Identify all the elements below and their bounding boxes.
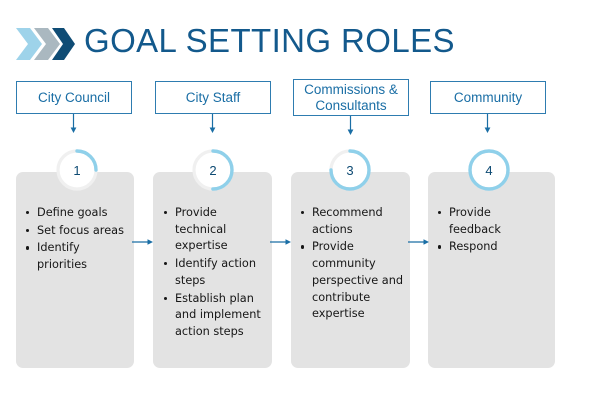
triple-chevron-logo [14, 26, 76, 62]
step-panel-2 [153, 172, 272, 368]
header-arrow-down-3 [346, 116, 355, 136]
step-circle-4: 4 [467, 148, 511, 192]
step-panel-4 [428, 172, 555, 368]
list-item: Identify action steps [162, 256, 265, 289]
list-item: Recommend actions [299, 205, 405, 238]
step-number: 1 [73, 162, 81, 178]
header-box-commissions-consultants[interactable]: Commissions & Consultants [293, 79, 409, 116]
list-item: Provide feedback [436, 205, 546, 238]
header-box-label: City Staff [185, 89, 241, 105]
bullet-list-3: Recommend actions Provide community pers… [299, 205, 405, 324]
header-arrow-down-1 [69, 114, 78, 134]
page-title: GOAL SETTING ROLES [84, 22, 455, 59]
bullet-list-4: Provide feedback Respond [436, 205, 546, 257]
header-arrow-down-2 [208, 114, 217, 134]
header-box-city-council[interactable]: City Council [16, 81, 132, 114]
step-circle-3: 3 [328, 148, 372, 192]
step-circle-2: 2 [191, 148, 235, 192]
list-item: Provide community perspective and contri… [299, 239, 405, 323]
step-number: 4 [485, 162, 493, 178]
step-number: 3 [346, 162, 354, 178]
bullet-list-2: Provide technical expertise Identify act… [162, 205, 265, 342]
header-box-label: Commissions & Consultants [304, 81, 398, 113]
connector-1-to-2 [132, 234, 154, 250]
step-panel-1 [16, 172, 134, 368]
list-item: Establish plan and implement action step… [162, 291, 265, 341]
list-item: Set focus areas [24, 223, 128, 240]
list-item: Define goals [24, 205, 128, 222]
header-box-label: City Council [37, 89, 111, 105]
header-box-city-staff[interactable]: City Staff [155, 81, 271, 114]
connector-2-to-3 [270, 234, 292, 250]
header-arrow-down-4 [483, 114, 492, 134]
list-item: Identify priorities [24, 240, 128, 273]
header-box-community[interactable]: Community [430, 81, 546, 114]
step-number: 2 [209, 162, 217, 178]
title-row: GOAL SETTING ROLES [0, 10, 600, 68]
bullet-list-1: Define goals Set focus areas Identify pr… [24, 205, 128, 275]
connector-3-to-4 [408, 234, 430, 250]
list-item: Respond [436, 239, 546, 256]
step-panel-3 [291, 172, 410, 368]
list-item: Provide technical expertise [162, 205, 265, 255]
header-box-label: Community [453, 89, 523, 105]
step-circle-1: 1 [55, 148, 99, 192]
